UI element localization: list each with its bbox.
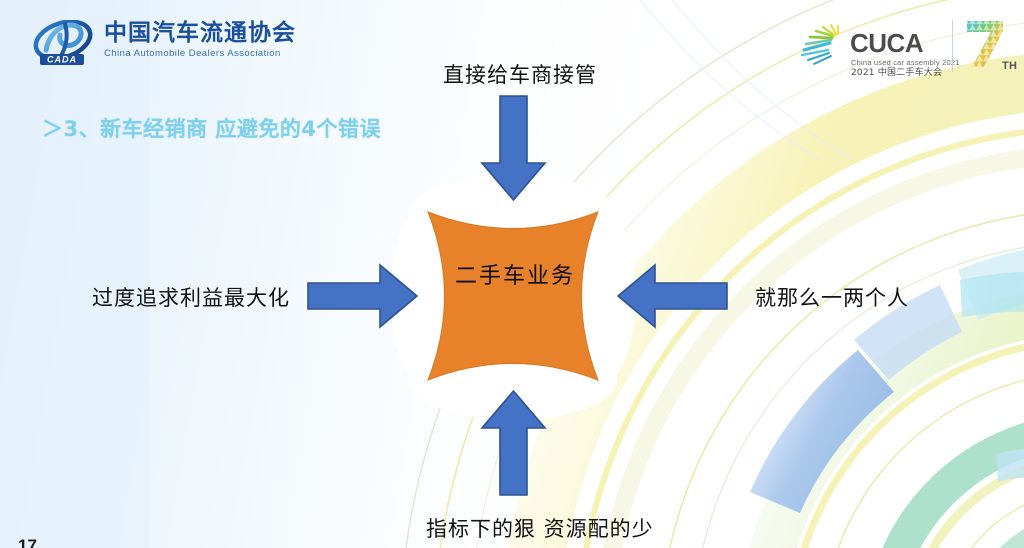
center-node-shape[interactable]	[427, 211, 599, 381]
cuca-wordmark: CUCA	[850, 28, 924, 58]
arrow-right-icon[interactable]	[307, 263, 419, 329]
cuca-subtitle-cn: 2021 中国二手车大会	[851, 68, 943, 78]
page-title: ＞3、新车经销商 应避免的4个错误	[42, 117, 382, 141]
cuca-logo: CUCA China used car assembly 2021 2021 中…	[800, 18, 959, 80]
header-divider	[952, 20, 953, 72]
arrow-left-icon[interactable]	[616, 263, 728, 329]
label-top: 直接给车商接管	[443, 63, 597, 87]
label-left: 过度追求利益最大化	[92, 286, 290, 310]
arrow-down-icon[interactable]	[480, 95, 547, 202]
anniversary-ordinal: TH	[1002, 60, 1018, 72]
cada-logo: CADA 中国汽车流通协会 China Automobile Dealers A…	[32, 20, 295, 70]
page-number: 17	[18, 536, 37, 548]
cada-logo-text: 中国汽车流通协会 China Automobile Dealers Associ…	[104, 20, 296, 60]
label-bottom: 指标下的狠 资源配的少	[426, 517, 654, 541]
cada-english-name: China Automobile Dealers Association	[104, 48, 281, 59]
label-right: 就那么一两个人	[755, 286, 909, 310]
seventh-anniversary-icon	[967, 21, 1003, 67]
cuca-subtitle-en: China used car assembly 2021	[851, 58, 960, 67]
arrow-up-icon[interactable]	[480, 389, 547, 496]
anniversary-logo: TH	[962, 18, 1020, 80]
cada-chinese-name: 中国汽车流通协会	[104, 20, 296, 46]
svg-text:CADA: CADA	[47, 55, 77, 65]
arrow-group	[307, 95, 728, 496]
cada-swirl-icon: CADA	[33, 20, 93, 65]
cuca-burst-icon	[800, 24, 839, 65]
